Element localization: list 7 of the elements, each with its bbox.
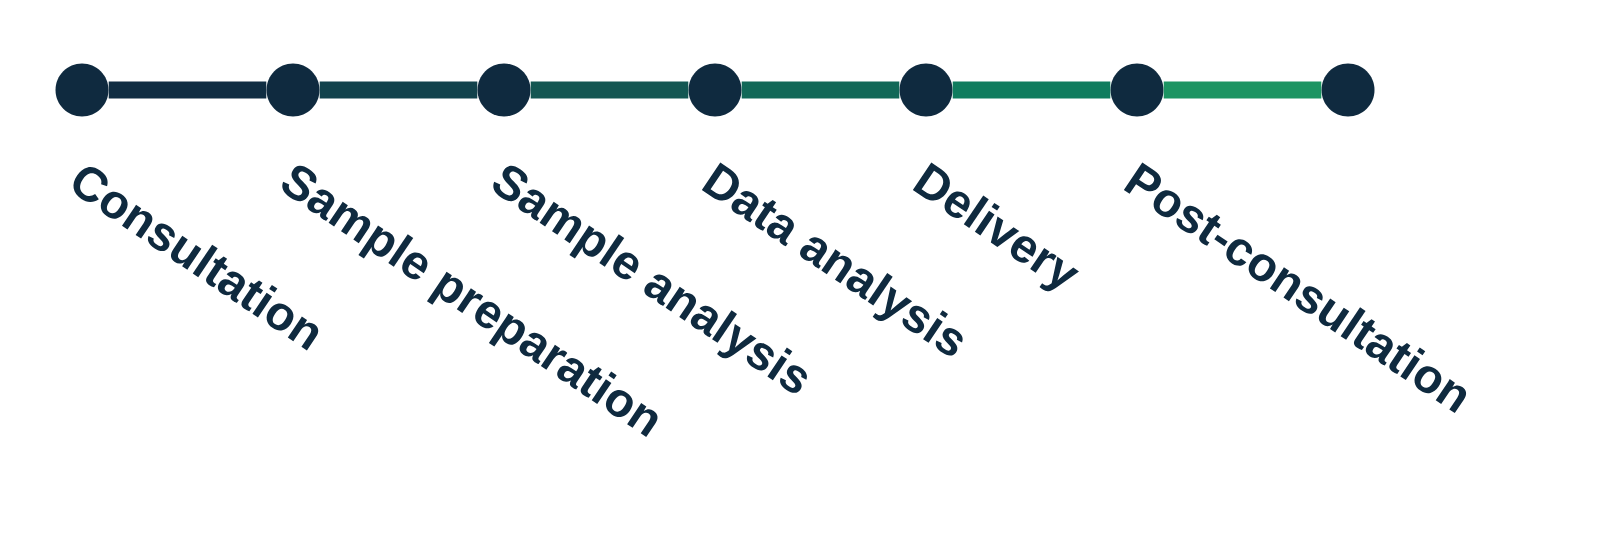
connector-line [108,81,267,99]
connector-line [530,81,689,99]
connector-line [1163,81,1322,99]
timeline-dot [1321,63,1375,117]
connector-line [952,81,1111,99]
connector-line [319,81,478,99]
connector-line [741,81,900,99]
